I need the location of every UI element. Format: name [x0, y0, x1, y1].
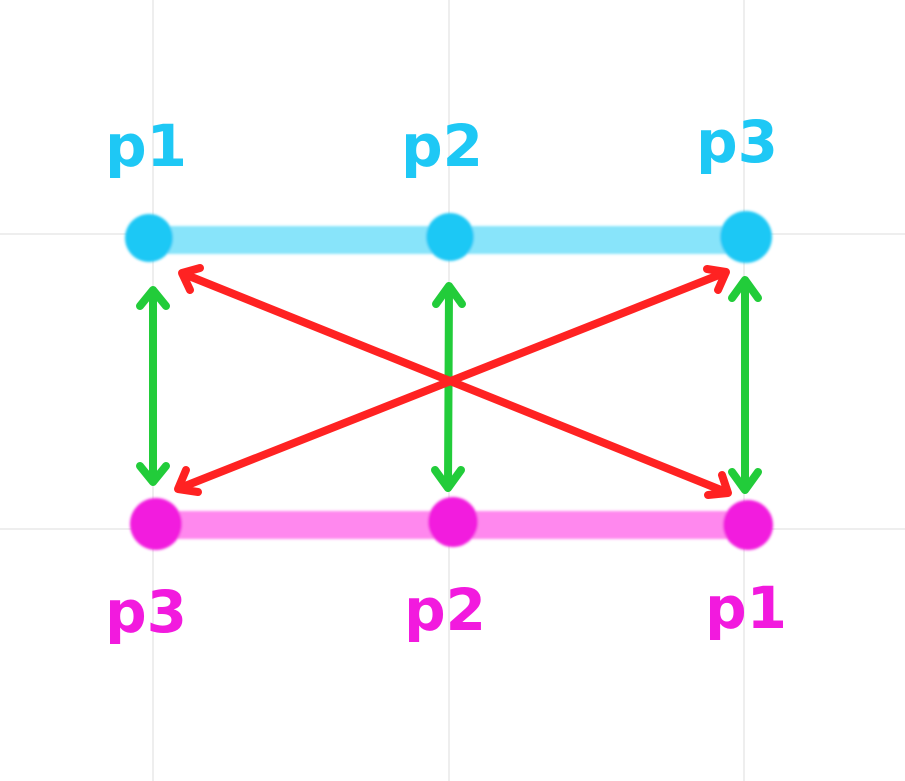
- bottom-point-2: [428, 497, 478, 547]
- bottom-label-3: p1: [705, 574, 787, 642]
- top-label-2: p2: [401, 112, 483, 180]
- top-point-1: [125, 214, 173, 262]
- top-label-3: p3: [696, 108, 778, 176]
- bottom-point-1: [130, 498, 182, 550]
- vertical-arrow-right: [728, 276, 762, 494]
- bottom-label-2: p2: [404, 576, 486, 644]
- top-label-1: p1: [105, 112, 187, 180]
- vertical-arrow-middle: [431, 282, 466, 492]
- vertical-arrow-left: [136, 286, 170, 486]
- bottom-point-3: [723, 500, 773, 550]
- bottom-label-1: p3: [105, 578, 187, 646]
- top-point-2: [426, 213, 474, 261]
- top-point-3: [720, 211, 772, 263]
- cross-arrow-bottom-left-to-top-right: [174, 265, 730, 496]
